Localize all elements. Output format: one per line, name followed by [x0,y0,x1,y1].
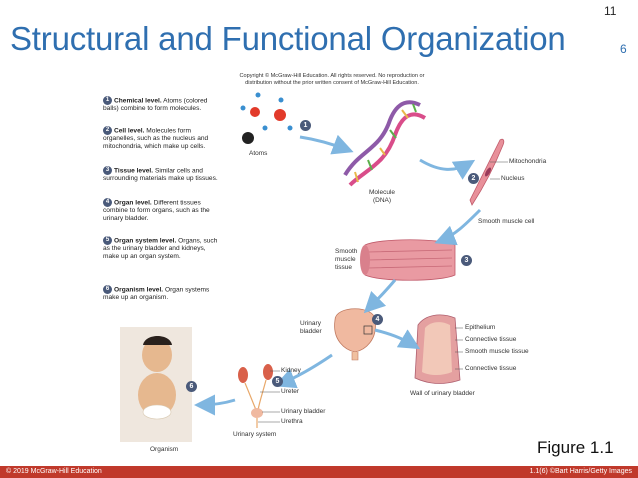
bladder-label: bladder [300,328,322,335]
kidney-label: Kidney [281,367,301,374]
copyright-notice: Copyright © McGraw-Hill Education. All r… [239,73,425,86]
level-name: Organism level. [114,286,164,294]
level-desc: Different tissues combine to form organs… [103,199,210,222]
smooth-muscle-tissue-illustration [360,239,456,281]
urinary-label: Urinary [300,320,321,327]
level-number-badge: 6 [103,285,112,294]
tissue-label: tissue [335,264,352,271]
level-name: Chemical level. [114,97,162,105]
smooth-muscle-tissue-label: Smooth muscle tissue [465,348,529,355]
dna-label: (DNA) [372,197,392,204]
footer-copyright: © 2019 McGraw-Hill Education [6,468,102,475]
mitochondria-label: Mitochondria [509,158,547,165]
step-badge-4: 4 [372,314,383,325]
nucleus-label: Nucleus [501,175,525,182]
atoms-label: Atoms [249,150,268,157]
muscle-label: muscle [335,256,356,263]
urinary-bladder-label: Urinary bladder [281,408,326,415]
level-name: Organ level. [114,199,152,207]
level-number-badge: 3 [103,166,112,175]
level-name: Organ system level. [114,237,177,245]
urethra-label: Urethra [281,418,303,425]
level-number-badge: 2 [103,126,112,135]
level-desc: Atoms (colored balls) combine to form mo… [103,97,208,112]
baby-photo [120,327,192,442]
urinary-system-illustration [238,364,273,428]
bladder-wall-illustration [414,314,461,384]
smooth-muscle-cell-illustration [469,138,505,206]
level-number-badge: 4 [103,198,112,207]
ureter-label: Ureter [281,388,300,395]
dna-illustration [343,100,427,187]
organism-label: Organism [150,446,179,453]
urinary-system-label: Urinary system [233,431,277,438]
level-number-badge: 5 [103,236,112,245]
level-number-badge: 1 [103,96,112,105]
level-desc: Similar cells and surrounding materials … [103,167,218,182]
footer-bar [0,466,638,478]
slide-title-superscript: 6 [620,42,627,56]
atoms-illustration [240,92,293,144]
urinary-bladder-illustration [334,308,376,361]
figure-label: Figure 1.1 [537,438,614,457]
molecule-label: Molecule [368,189,395,196]
level-desc: Organs, such as the urinary bladder and … [103,237,218,260]
epithelium-label: Epithelium [465,324,496,331]
footer-credit: 1.1(6) ©Bart Harris/Getty Images [529,468,632,475]
level-name: Tissue level. [114,167,154,175]
smooth-muscle-cell-label: Smooth muscle cell [478,218,535,225]
step-badge-6: 6 [186,381,197,392]
smooth-label: Smooth [335,248,358,255]
page-number: 11 [604,4,617,18]
connective-tissue-label-1: Connective tissue [465,336,517,343]
step-badge-1: 1 [300,120,311,131]
level-name: Cell level. [114,127,145,135]
connective-tissue-label-2: Connective tissue [465,365,517,372]
wall-of-urinary-bladder-label: Wall of urinary bladder [410,390,475,397]
level-desc: Molecules form organelles, such as the n… [103,127,209,150]
step-badge-2: 2 [468,173,479,184]
slide-title: Structural and Functional Organization [10,20,566,57]
step-badge-3: 3 [461,255,472,266]
step-badge-5: 5 [272,376,283,387]
level-desc: Organ systems make up an organism. [103,286,210,301]
